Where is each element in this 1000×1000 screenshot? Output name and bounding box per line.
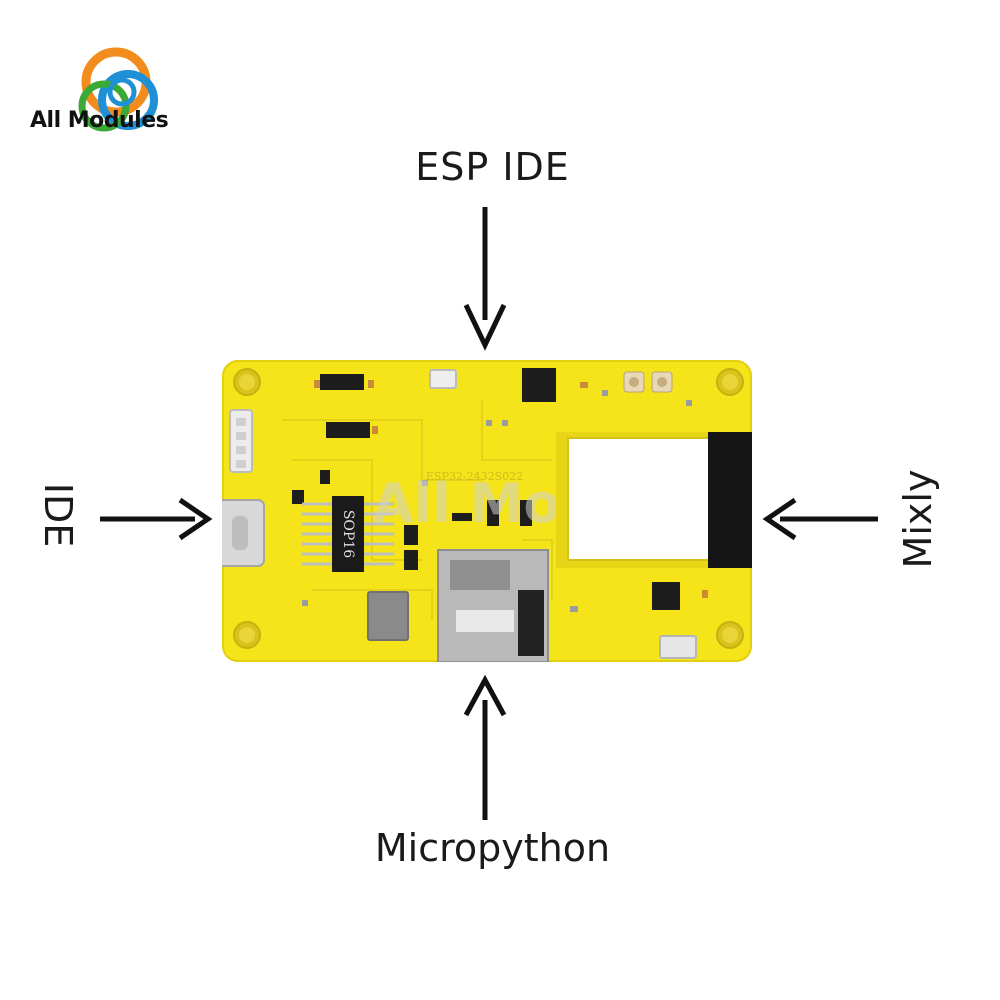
esp32-module (556, 432, 752, 568)
board-model-silkscreen: ESP32-2432S022 (426, 470, 523, 483)
esp32-board: SOP16 ESP32-2432S022 All Modules (222, 360, 752, 662)
sd-card-slot (437, 549, 549, 662)
sop16-chip: SOP16 (302, 496, 394, 572)
label-esp-ide: ESP IDE (415, 145, 570, 189)
jst-connector-top (429, 369, 457, 389)
sop16-label: SOP16 (340, 510, 356, 558)
arrow-up-icon (463, 674, 507, 820)
tactile-buttons (623, 371, 673, 393)
passive-components (302, 380, 708, 612)
logo-swirl-icon (78, 47, 158, 132)
jst-connector-bottom (659, 635, 697, 659)
arrow-down-icon (463, 207, 507, 351)
label-micropython: Micropython (374, 826, 611, 870)
arrow-right-icon (100, 497, 213, 541)
logo-text: All Modules (30, 108, 169, 133)
mounting-holes (233, 368, 744, 649)
usb-c-port (222, 499, 265, 567)
brand-logo: All Modules (28, 34, 198, 149)
arrow-left-icon (762, 497, 878, 541)
jst-connector-left (229, 409, 253, 473)
fpc-connector (367, 591, 409, 641)
small-components (292, 368, 680, 610)
board-graphic: SOP16 ESP32-2432S022 All Modules (222, 368, 752, 662)
traces (282, 400, 553, 620)
